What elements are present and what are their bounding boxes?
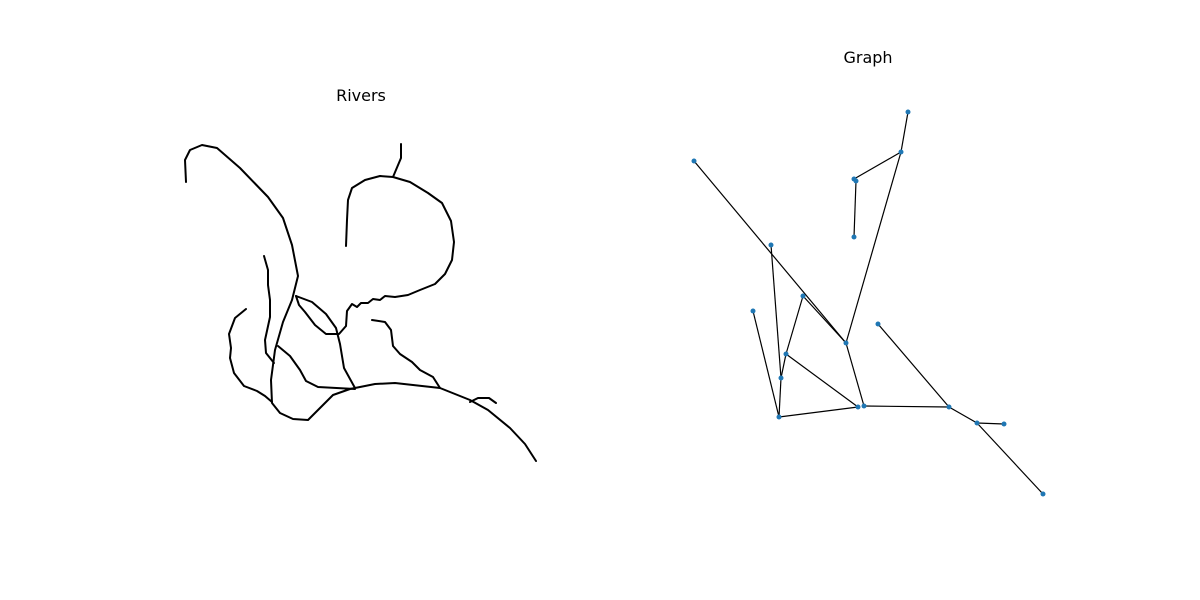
graph-node [843, 340, 849, 346]
graph-node [853, 178, 859, 184]
graph-edge [770, 244, 782, 379]
graph-node [851, 234, 857, 240]
graph-node [974, 420, 980, 426]
graph-edge [752, 310, 780, 418]
graph-edge [845, 151, 902, 344]
graph-edge [853, 151, 902, 180]
graph-node [691, 158, 697, 164]
graph-node [1001, 421, 1007, 427]
graph-edge [785, 353, 859, 408]
graph-node [750, 308, 756, 314]
graph-edge [785, 295, 804, 355]
graph-edge [976, 422, 1044, 495]
graph-edge [845, 342, 865, 407]
graph-node [905, 109, 911, 115]
river-segment-5 [228, 308, 273, 403]
river-segment-8 [371, 319, 441, 389]
graph-node [1040, 491, 1046, 497]
graph-edge [853, 180, 857, 238]
graph-node [783, 351, 789, 357]
graph-node [875, 321, 881, 327]
graph-edge [778, 377, 782, 418]
graph-edges [693, 111, 1044, 495]
river-segment-9 [469, 397, 497, 404]
rivers-panel [184, 143, 537, 462]
graph-edge [976, 422, 1005, 425]
graph-edge [780, 353, 787, 379]
graph-edge [877, 323, 950, 408]
graph-nodes [691, 109, 1046, 497]
graph-edge [863, 405, 950, 408]
graph-edge [948, 406, 978, 424]
graph-edge [693, 160, 847, 344]
river-segment-3 [295, 176, 455, 335]
graph-node [776, 414, 782, 420]
river-segment-6 [263, 255, 275, 364]
graph-edge [900, 111, 909, 153]
graph-node [946, 404, 952, 410]
graph-node [768, 242, 774, 248]
graph-node [778, 375, 784, 381]
rivers-panel-title: Rivers [336, 86, 386, 105]
river-segment-7 [277, 345, 356, 390]
graph-node [800, 293, 806, 299]
graph-panel-title: Graph [843, 48, 893, 67]
river-segment-2 [345, 143, 402, 247]
graph-edge [802, 295, 847, 344]
graph-node [898, 149, 904, 155]
graph-node [855, 404, 861, 410]
graph-edge [778, 406, 859, 418]
graph-node [861, 403, 867, 409]
river-segment-4 [295, 295, 356, 389]
